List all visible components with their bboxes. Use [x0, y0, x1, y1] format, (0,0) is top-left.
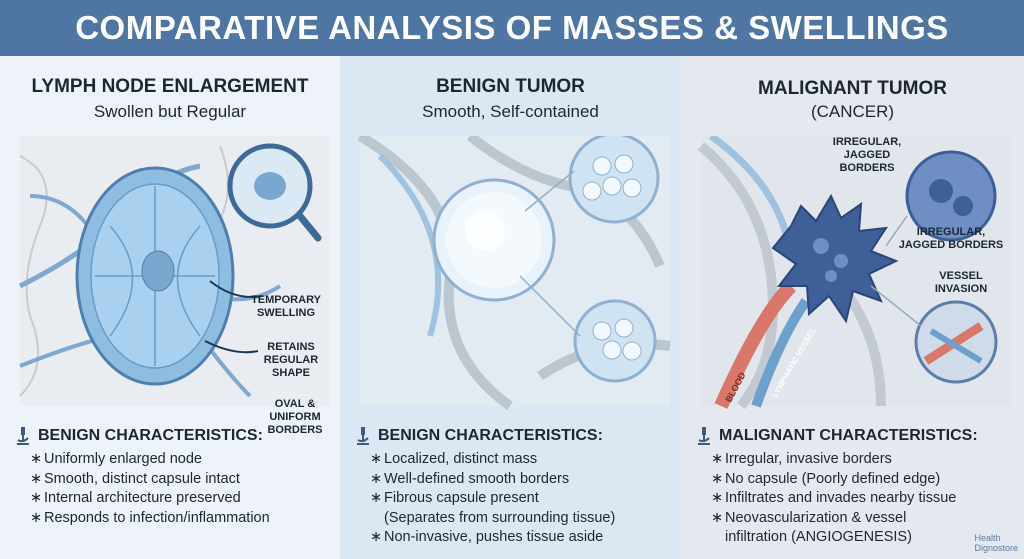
list-item: ∗Internal architecture preserved	[30, 490, 241, 506]
list-item: ∗Smooth, distinct capsule intact	[30, 470, 240, 487]
list-item: infiltration (ANGIOGENESIS)	[725, 529, 912, 545]
panel-benign-tumor: BENIGN TUMOR Smooth, Self-contained BENI…	[340, 56, 681, 559]
characteristics-list: ∗Uniformly enlarged node ∗Smooth, distin…	[30, 450, 270, 528]
panel-subtitle: Swollen but Regular	[93, 102, 247, 121]
microscope-icon	[698, 427, 710, 445]
brand-logo: Health Dignostore	[974, 533, 1018, 553]
callout-jagged-borders-top: IRREGULAR, JAGGED BORDERS	[832, 136, 902, 174]
characteristics-heading: BENIGN CHARACTERISTICS:	[14, 426, 263, 446]
callout-vessel-invasion: VESSEL INVASION	[934, 270, 988, 295]
list-item: ∗Responds to infection/inflammation	[30, 509, 270, 526]
callout-jagged-borders: IRREGULAR, JAGGED BORDERS	[898, 226, 1004, 251]
characteristics-heading: MALIGNANT CHARACTERISTICS:	[695, 426, 978, 446]
characteristics-heading: BENIGN CHARACTERISTICS:	[354, 426, 603, 446]
list-item: ∗Infiltrates and invades nearby tissue	[711, 490, 957, 506]
list-item: ∗Uniformly enlarged node	[30, 451, 202, 467]
callout-regular-shape: RETAINS REGULAR SHAPE	[263, 341, 319, 379]
panel-lymph-node: LYMPH NODE ENLARGEMENT Swollen but Regul…	[0, 56, 340, 559]
panel-title: MALIGNANT TUMOR	[758, 78, 947, 99]
list-item: ∗No capsule (Poorly defined edge)	[711, 470, 941, 487]
characteristics-title: MALIGNANT CHARACTERISTICS:	[719, 427, 978, 444]
malignant-tumor-illustration	[697, 136, 1011, 410]
brand-line1: Health	[974, 533, 1001, 543]
callout-temporary-swelling: TEMPORARY SWELLING	[251, 294, 321, 319]
microscope-icon	[357, 427, 369, 445]
characteristics-title: BENIGN CHARACTERISTICS:	[378, 427, 603, 444]
microscope-icon	[17, 427, 29, 445]
list-item: ∗Neovascularization & vessel	[711, 509, 907, 526]
list-item: ∗Irregular, invasive borders	[711, 451, 892, 467]
list-item: (Separates from surrounding tissue)	[384, 509, 616, 526]
callout-oval-borders: OVAL & UNIFORM BORDERS	[267, 398, 323, 436]
panel-subtitle: (CANCER)	[810, 102, 895, 121]
lymph-node-illustration	[18, 136, 330, 406]
panel-title: LYMPH NODE ENLARGEMENT	[31, 76, 309, 97]
characteristics-list: ∗Localized, distinct mass ∗Well-defined …	[370, 450, 615, 548]
list-item: ∗Fibrous capsule present	[370, 490, 539, 506]
panel-title: BENIGN TUMOR	[436, 76, 585, 97]
page-title: COMPARATIVE ANALYSIS OF MASSES & SWELLIN…	[75, 9, 949, 46]
title-bar: COMPARATIVE ANALYSIS OF MASSES & SWELLIN…	[0, 0, 1024, 56]
list-item: ∗Non-invasive, pushes tissue aside	[370, 529, 604, 545]
list-item: ∗Localized, distinct mass	[370, 451, 538, 467]
characteristics-list: ∗Irregular, invasive borders ∗No capsule…	[711, 450, 956, 548]
brand-line2: Dignostore	[974, 543, 1018, 553]
list-item: ∗Well-defined smooth borders	[370, 470, 570, 487]
benign-tumor-illustration	[357, 136, 671, 411]
panel-subtitle: Smooth, Self-contained	[422, 102, 599, 121]
characteristics-title: BENIGN CHARACTERISTICS:	[38, 427, 263, 444]
panel-malignant-tumor: MALIGNANT TUMOR (CANCER) IRREGULAR, JAGG…	[681, 56, 1024, 559]
